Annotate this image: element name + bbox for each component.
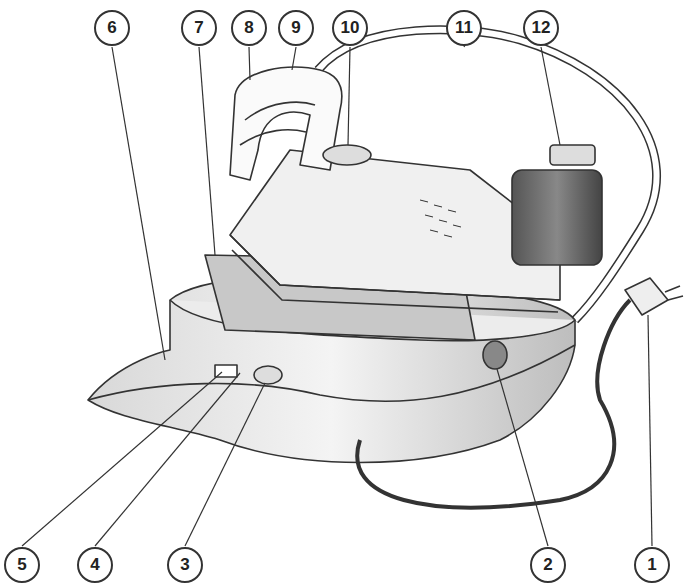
- callout-number: 6: [94, 10, 130, 46]
- callout-number: 9: [278, 10, 314, 46]
- callout-number: 3: [167, 547, 203, 583]
- callout-number: 8: [231, 10, 267, 46]
- callout-number: 10: [332, 10, 368, 46]
- callout-number: 7: [181, 10, 217, 46]
- callout-number: 5: [4, 547, 40, 583]
- callout-number: 11: [446, 10, 482, 46]
- callout-number: 2: [530, 547, 566, 583]
- callout-number: 12: [523, 10, 559, 46]
- callout-number: 4: [77, 547, 113, 583]
- callout-number: 1: [634, 547, 670, 583]
